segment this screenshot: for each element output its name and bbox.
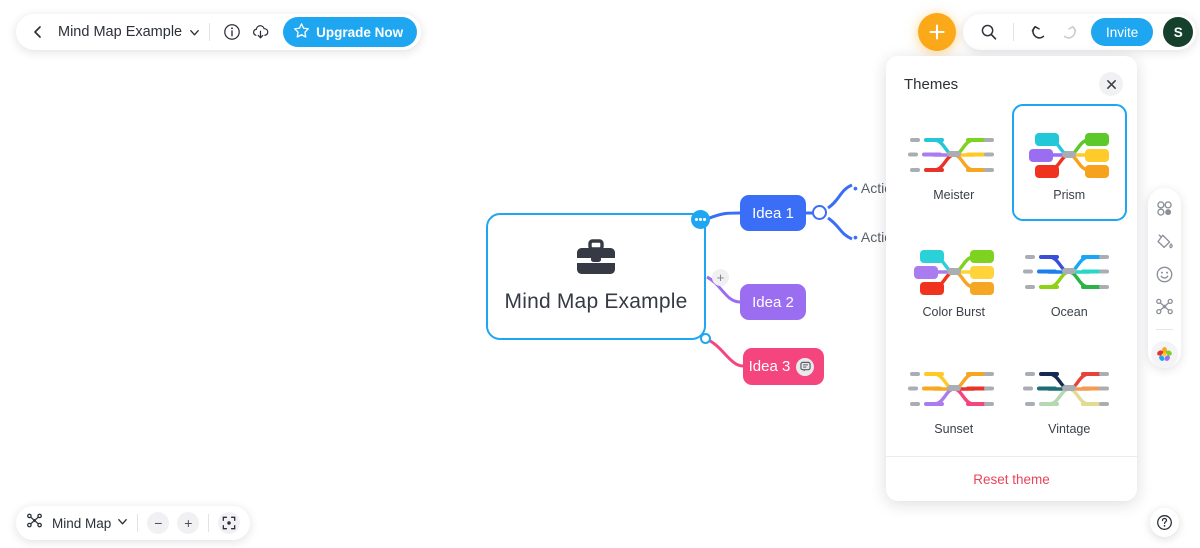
theme-name: Ocean: [1050, 304, 1088, 319]
emoji-icon[interactable]: [1153, 263, 1176, 286]
fit-screen-icon[interactable]: [218, 512, 241, 534]
paint-bucket-icon[interactable]: [1153, 230, 1176, 253]
theme-preview-icon: [1023, 254, 1110, 289]
divider: [209, 23, 211, 41]
view-mode-label: Mind Map: [52, 515, 112, 531]
node-label: Idea 1: [752, 204, 794, 222]
action-text: Actio: [860, 180, 893, 196]
reset-theme-button[interactable]: Reset theme: [973, 471, 1050, 487]
divider: [1013, 23, 1014, 41]
divider: [137, 514, 139, 532]
invite-button[interactable]: Invite: [1091, 18, 1154, 46]
theme-palette-icon[interactable]: [1151, 341, 1178, 369]
themes-title: Themes: [904, 75, 959, 93]
tools-rail: [1148, 188, 1181, 369]
root-node[interactable]: Mind Map Example: [486, 213, 706, 340]
theme-name: Prism: [1053, 187, 1086, 202]
root-connector-handle[interactable]: [700, 333, 711, 344]
layout-icon[interactable]: [1153, 197, 1176, 220]
theme-preview-icon: [913, 249, 994, 295]
chevron-down-icon[interactable]: [117, 514, 128, 532]
node-label: Idea 3: [748, 358, 791, 375]
mindmap-node-icon[interactable]: [1153, 295, 1176, 318]
theme-sunset[interactable]: Sunset: [896, 339, 1012, 456]
document-title: Mind Map Example: [58, 24, 183, 40]
view-toolbar: Mind Map − +: [16, 506, 251, 540]
redo-icon[interactable]: [1055, 18, 1083, 46]
theme-name: Meister: [933, 187, 975, 202]
theme-name: Sunset: [934, 422, 974, 437]
briefcase-icon: [574, 239, 618, 282]
theme-preview-icon: [907, 372, 994, 407]
add-button[interactable]: [918, 13, 956, 51]
root-add-node-handle[interactable]: +: [712, 269, 729, 286]
collapse-node-handle[interactable]: [812, 205, 827, 220]
node-idea-3[interactable]: Idea 3: [743, 348, 824, 385]
theme-preview-icon: [907, 137, 994, 172]
cloud-download-icon[interactable]: [247, 19, 273, 45]
theme-name: Vintage: [1048, 422, 1091, 437]
root-node-label: Mind Map Example: [504, 290, 688, 313]
theme-preview-icon: [1029, 132, 1110, 178]
close-icon[interactable]: [1099, 72, 1123, 96]
avatar[interactable]: S: [1163, 17, 1194, 47]
info-icon[interactable]: [219, 19, 245, 45]
theme-prism[interactable]: Prism: [1011, 104, 1127, 222]
undo-icon[interactable]: [1024, 18, 1052, 46]
themes-footer: Reset theme: [886, 456, 1137, 501]
bullet-icon: •: [853, 180, 858, 196]
help-icon[interactable]: [1150, 508, 1179, 537]
chevron-down-icon[interactable]: [189, 27, 200, 38]
action-text: Actio: [860, 229, 893, 245]
zoom-in-button[interactable]: +: [177, 512, 200, 534]
upgrade-label: Upgrade Now: [316, 24, 404, 40]
theme-ocean[interactable]: Ocean: [1012, 221, 1128, 338]
divider: [1156, 329, 1173, 331]
action-label-1[interactable]: •Actio: [853, 180, 892, 196]
action-label-2[interactable]: •Actio: [853, 229, 892, 245]
theme-vintage[interactable]: Vintage: [1012, 339, 1128, 456]
search-icon[interactable]: [975, 18, 1003, 46]
theme-name: Color Burst: [922, 304, 986, 319]
bullet-icon: •: [853, 229, 858, 245]
actions-toolbar: Invite S: [963, 14, 1197, 50]
star-icon: [293, 22, 310, 42]
upgrade-now-button[interactable]: Upgrade Now: [283, 17, 418, 47]
theme-color-burst[interactable]: Color Burst: [896, 221, 1012, 338]
theme-preview-icon: [1023, 372, 1110, 407]
mindmap-node-icon: [26, 512, 43, 534]
back-button[interactable]: [26, 20, 50, 44]
document-toolbar: Mind Map Example Upgrade Now: [16, 14, 422, 50]
themes-header: Themes: [886, 56, 1137, 100]
theme-meister[interactable]: Meister: [896, 104, 1012, 221]
node-label: Idea 2: [752, 293, 794, 311]
divider: [208, 514, 210, 532]
zoom-out-button[interactable]: −: [147, 512, 170, 534]
node-idea-2[interactable]: Idea 2: [740, 284, 806, 320]
note-icon[interactable]: [796, 357, 815, 376]
node-idea-1[interactable]: Idea 1: [740, 195, 806, 231]
root-more-options-handle[interactable]: [691, 210, 710, 229]
